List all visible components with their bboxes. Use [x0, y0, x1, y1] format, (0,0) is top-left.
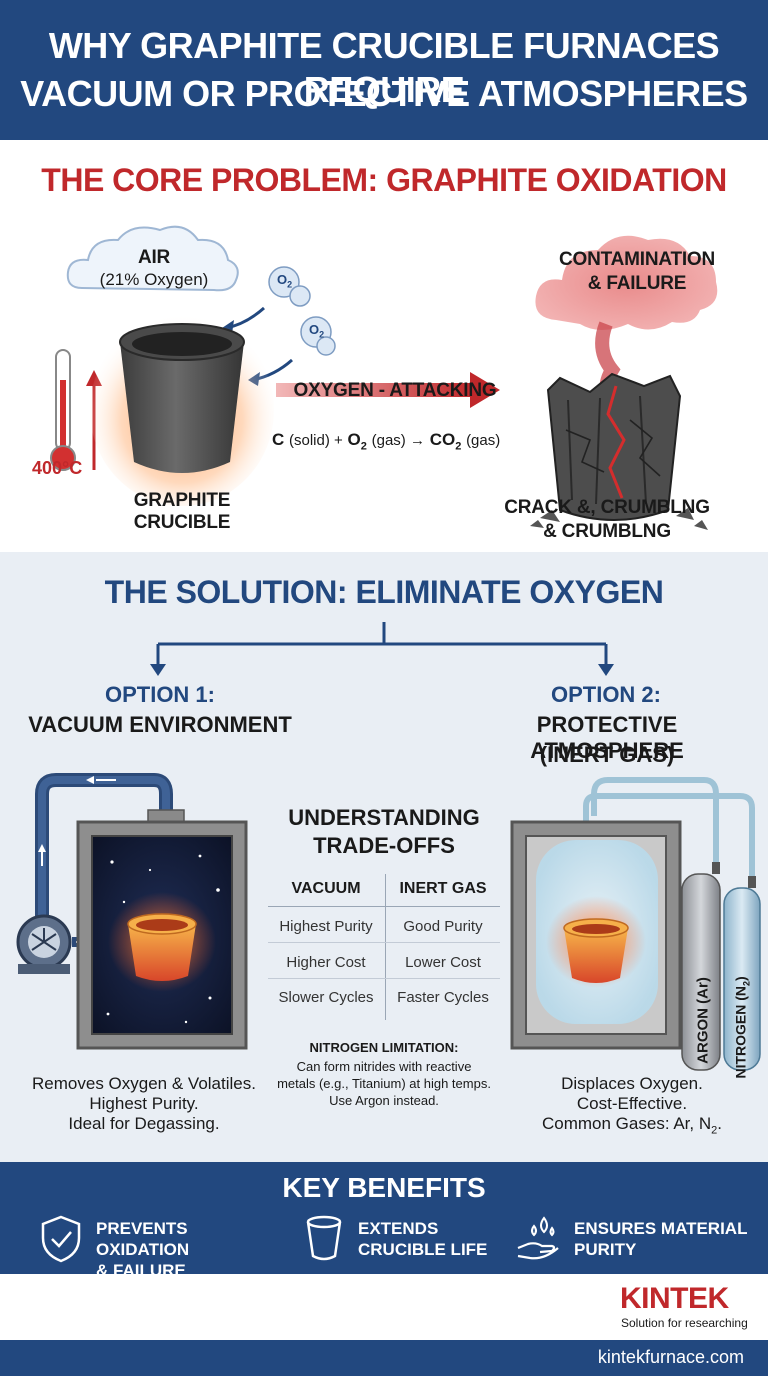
- tradeoffs-title: UNDERSTANDING TRADE-OFFS: [274, 804, 494, 860]
- header-title-line1: WHY GRAPHITE CRUCIBLE FURNACES REQUIRE: [48, 25, 720, 110]
- benefit-item: ENSURES MATERIAL PURITY: [514, 1214, 754, 1264]
- inert-desc-line2: Cost-Effective.: [576, 1094, 688, 1113]
- contamination-label-line1: CONTAMINATION: [558, 249, 716, 270]
- tradeoffs-table: VACUUM INERT GAS Highest Purity Good Pur…: [268, 874, 500, 1124]
- crack-label-line2: & CRUMBLNG: [543, 521, 671, 542]
- table-cell: Higher Cost: [286, 954, 366, 971]
- benefit-2-line2: CRUCIBLE LIFE: [358, 1240, 488, 1259]
- brand-logo: KINTEK: [620, 1282, 729, 1315]
- nitrogen-cylinder-icon: [723, 876, 761, 1071]
- o2-label-1: O2: [277, 272, 293, 290]
- nitrogen-text-line3: Use Argon instead.: [329, 1093, 439, 1108]
- table-cell: Good Purity: [403, 918, 483, 935]
- table-cell: Lower Cost: [405, 954, 481, 971]
- oxygen-attacking-label: OXYGEN - ATTACKING: [293, 380, 497, 401]
- table-header-inert: INERT GAS: [399, 880, 487, 897]
- crack-label-line1: CRACK &, CRUMBLNG: [504, 497, 710, 518]
- table-divider: [385, 874, 386, 1020]
- thermometer-icon: [50, 349, 102, 471]
- benefit-text: ENSURES MATERIAL PURITY: [574, 1218, 747, 1260]
- o2-molecule-icon: [268, 266, 336, 356]
- contamination-label-line2: & FAILURE: [587, 273, 687, 294]
- option1-name: VACUUM ENVIRONMENT: [28, 712, 292, 737]
- oxidation-illustration: [50, 225, 718, 530]
- table-rule: [268, 942, 500, 943]
- crucible-label-line1: GRAPHITE: [133, 490, 231, 511]
- crack-label: CRACK &, CRUMBLNG & CRUMBLNG: [494, 496, 720, 544]
- air-label: AIR: [137, 247, 171, 268]
- tradeoffs-title-line2: TRADE-OFFS: [313, 833, 455, 858]
- cracked-crucible-icon: [530, 372, 708, 530]
- header-banner: WHY GRAPHITE CRUCIBLE FURNACES REQUIRE V…: [0, 0, 768, 140]
- crucible-icon: [306, 1215, 342, 1261]
- benefit-1-line1: PREVENTS OXIDATION: [96, 1219, 190, 1259]
- vacuum-desc-line3: Ideal for Degassing.: [68, 1114, 220, 1133]
- benefit-2-line1: EXTENDS: [358, 1219, 439, 1238]
- attack-arrow-icon: [276, 372, 500, 408]
- table-cell: Faster Cycles: [397, 989, 489, 1006]
- inert-desc-line1: Displaces Oxygen.: [561, 1074, 703, 1093]
- inert-desc-line3: Common Gases: Ar, N2.: [542, 1114, 722, 1137]
- solution-section: THE SOLUTION: ELIMINATE OXYGEN OPTION 1:…: [0, 552, 768, 1162]
- crucible-label: GRAPHITE CRUCIBLE: [112, 490, 252, 534]
- table-header-vacuum: VACUUM: [291, 880, 361, 897]
- contamination-label: CONTAMINATION & FAILURE: [548, 248, 726, 296]
- benefit-text: EXTENDS CRUCIBLE LIFE: [358, 1218, 487, 1260]
- vacuum-desc-line1: Removes Oxygen & Volatiles.: [32, 1074, 256, 1093]
- table-cell: Highest Purity: [279, 918, 373, 935]
- problem-section: THE CORE PROBLEM: GRAPHITE OXIDATION: [0, 140, 768, 552]
- benefit-item: PREVENTS OXIDATION & FAILURE: [38, 1214, 278, 1280]
- vacuum-pump-icon: [16, 914, 106, 974]
- nitrogen-text-line2: metals (e.g., Titanium) at high temps.: [277, 1076, 491, 1091]
- table-rule: [268, 906, 500, 907]
- tradeoffs-title-line1: UNDERSTANDING: [288, 805, 480, 830]
- vacuum-description: Removes Oxygen & Volatiles. Highest Puri…: [14, 1074, 274, 1134]
- argon-cylinder-icon: [681, 862, 721, 1071]
- brand-tagline: Solution for researching: [621, 1316, 748, 1330]
- hot-crucible-icon: [563, 918, 629, 983]
- crucible-label-line2: CRUCIBLE: [133, 512, 231, 533]
- brand-area: KINTEK Solution for researching: [0, 1274, 768, 1340]
- graphite-crucible-icon: [90, 314, 274, 506]
- inert-gas-furnace-illustration: [510, 777, 761, 1071]
- shield-check-icon: [41, 1215, 81, 1263]
- nitrogen-limitation-title: NITROGEN LIMITATION:: [309, 1040, 459, 1055]
- option2-label: OPTION 2:: [550, 682, 661, 707]
- header-title-line2: VACUUM OR PROTECTIVE ATMOSPHERES: [20, 73, 748, 114]
- inert-gas-description: Displaces Oxygen. Cost-Effective. Common…: [512, 1074, 752, 1140]
- option1-label: OPTION 1:: [104, 682, 215, 707]
- nitrogen-text-line1: Can form nitrides with reactive: [296, 1059, 472, 1074]
- flow-arrow-icon: [38, 776, 116, 866]
- option2-name-line1: PROTECTIVE ATMOSPHERE: [530, 712, 684, 763]
- benefit-text: PREVENTS OXIDATION & FAILURE: [96, 1218, 278, 1281]
- table-rule: [268, 978, 500, 979]
- stars-icon: [106, 854, 220, 1024]
- key-benefits-section: KEY BENEFITS PREVENTS OXIDATION & FAILUR…: [0, 1162, 768, 1280]
- hot-crucible-icon: [127, 913, 197, 981]
- benefit-3-line1: ENSURES MATERIAL: [574, 1219, 748, 1238]
- key-benefits-title: KEY BENEFITS: [282, 1172, 486, 1203]
- branch-connector: [150, 622, 614, 676]
- brand-url-link[interactable]: kintekfurnace.com: [597, 1347, 744, 1367]
- footer-bar: kintekfurnace.com: [0, 1340, 768, 1376]
- vacuum-desc-line2: Highest Purity.: [89, 1094, 199, 1113]
- hand-drops-icon: [517, 1216, 559, 1260]
- solution-title: THE SOLUTION: ELIMINATE OXYGEN: [104, 574, 664, 610]
- oxidation-equation: C (solid) + O2 (gas) → CO2 (gas): [272, 430, 501, 453]
- benefit-item: EXTENDS CRUCIBLE LIFE: [304, 1214, 504, 1264]
- air-sub-label: (21% Oxygen): [99, 270, 209, 289]
- problem-title: THE CORE PROBLEM: GRAPHITE OXIDATION: [41, 162, 727, 198]
- air-cloud-icon: [66, 225, 239, 292]
- vacuum-furnace-illustration: [16, 773, 248, 1050]
- table-cell: Slower Cycles: [278, 989, 374, 1006]
- o2-label-2: O2: [309, 322, 325, 340]
- option2-name-line2: (INERT GAS): [539, 742, 675, 767]
- nitrogen-limitation-text: Can form nitrides with reactive metals (…: [262, 1058, 506, 1109]
- benefit-3-line2: PURITY: [574, 1240, 637, 1259]
- temperature-label: 400°C: [32, 458, 83, 478]
